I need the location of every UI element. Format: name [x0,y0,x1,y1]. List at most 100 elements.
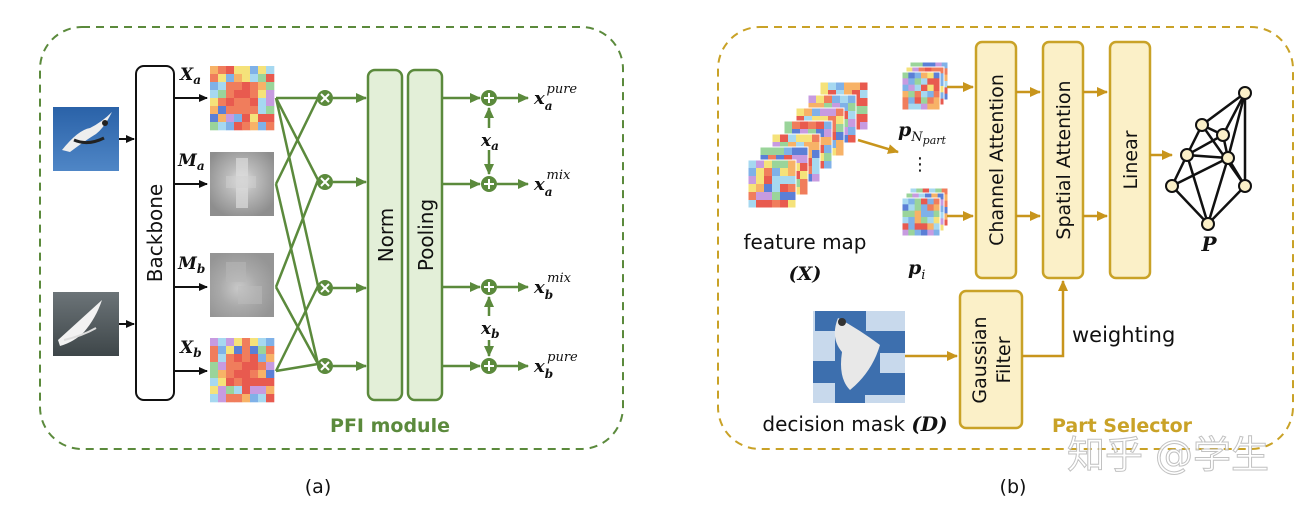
heatmap-cell [756,160,765,169]
heatmap-cell [816,129,825,138]
heatmap-cell [812,158,821,167]
heatmap-cell [832,103,841,112]
heatmap-cell [780,176,789,185]
heatmap-cell [210,90,219,99]
heatmap-cell [927,103,934,111]
multiply-nodes [317,90,333,374]
heatmap-cell [780,160,789,169]
heatmap-cell [800,129,809,138]
heatmap-cell [820,108,829,117]
heatmap-cell [784,155,793,164]
label-Mb: Mb [177,254,205,276]
heatmap-cell [218,378,227,387]
heatmap-cell [800,121,809,130]
heatmap-cell [226,66,235,75]
heatmap-cell [250,338,259,347]
heatmap-cell [800,179,809,188]
heatmap-cell [921,198,928,205]
heatmap-cell [266,346,275,355]
heatmap-cell [937,199,945,206]
heatmap-cell [941,200,949,208]
heatmap-cell [780,192,789,201]
heatmap-cell [933,103,941,111]
heatmap-cell [266,122,275,131]
heatmap-cell [796,134,805,143]
heatmap-cell [242,338,251,347]
heatmap-cell [258,362,267,371]
heatmap-cell [226,354,235,363]
heatmap-cell [918,67,926,74]
heatmap-cell [836,116,845,125]
heatmap-cell [929,188,936,195]
heatmap-cell [242,66,251,75]
heatmap-cell [756,176,765,185]
heatmap-cell [921,210,928,218]
heatmap-cell [250,378,259,387]
heatmap-cell [820,116,829,125]
heatmap-cell [258,66,267,75]
heatmap-cell [921,229,928,237]
arrow-features-to-parts [857,138,899,154]
heatmap-cell [210,362,219,371]
heatmap-cell [927,198,934,205]
heatmap-cell [748,200,757,209]
feature-map-layer [901,197,941,237]
output-xb-pure: xbpure [533,350,578,381]
heatmap-cell [860,114,869,123]
heatmap-cell [226,378,235,387]
heatmap-cell [914,103,922,111]
heatmap-cell [902,217,909,224]
linear-label: Linear [1120,130,1142,189]
heatmap-cell [250,122,259,131]
heatmap-cell [902,198,909,205]
heatmap-cell [927,84,934,92]
heatmap-cell [226,106,235,115]
heatmap-cell [820,82,829,91]
heatmap-cell [210,82,219,91]
heatmap-cell [800,147,809,156]
heatmap-cell [218,370,227,379]
heatmap-cell [242,82,251,91]
heatmap-cell [788,192,797,201]
heatmap-cell [250,354,259,363]
watermark-text: 知乎 @学生 [1067,433,1269,477]
heatmap-cell [844,90,853,99]
channel-attention-block [974,40,1018,280]
heatmap-cell [937,218,945,225]
heatmap-cell [812,134,821,143]
heatmap-cell [921,72,928,79]
heatmap-cell [792,155,801,164]
heatmap-cell [242,370,251,379]
heatmap-cell [812,174,821,183]
output-xa-pure: xapure [533,82,577,113]
heatmap-cell [921,84,928,92]
heatmap-cell [218,66,227,75]
heatmap-cell [941,81,949,88]
heatmap-cell [234,354,243,363]
heatmap-cell [210,122,219,131]
heatmap-cell [921,217,928,224]
heatmap-cell [848,135,857,144]
heatmap-cell [788,184,797,193]
heatmap-cell [937,98,945,106]
heatmap-cell [848,127,857,136]
heatmap-cell [912,193,919,200]
heatmap-cell [902,72,909,79]
heatmap-cell [804,108,813,117]
heatmap-cell [800,163,809,172]
heatmap-cell [210,386,219,395]
heatmap-cell [218,346,227,355]
heatmap-cell [792,147,801,156]
heatmap-cell [266,378,275,387]
heatmap-cell [808,103,817,112]
heatmap-cell [772,134,781,143]
heatmap-cell [927,204,934,211]
heatmap-cell [748,160,757,169]
heatmap-cell [788,176,797,185]
heatmap-cell [828,116,837,125]
heatmap-cell [848,111,857,120]
heatmap-cell [234,66,243,75]
heatmap-cell [748,192,757,201]
heatmap-cell [933,198,941,205]
multiply-node-2 [317,174,333,190]
